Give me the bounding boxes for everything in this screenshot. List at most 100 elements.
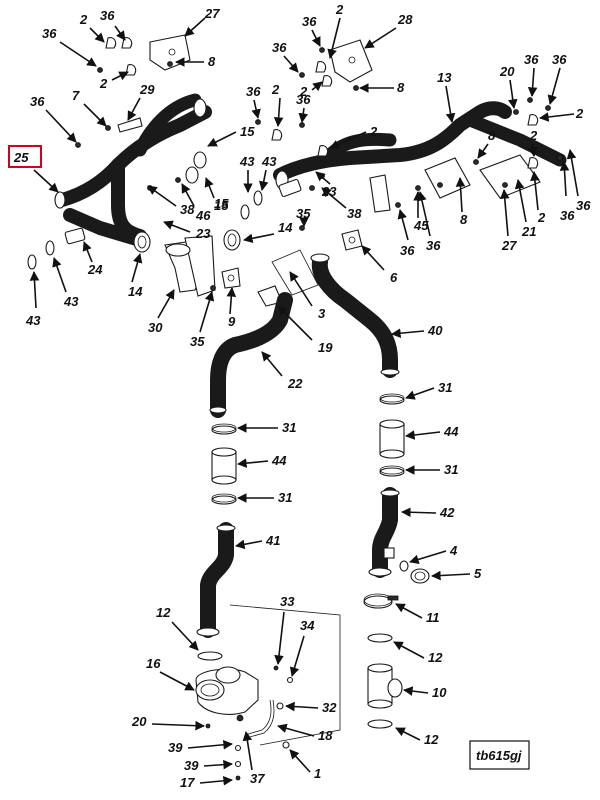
gasket-12-right-lower	[367, 719, 393, 729]
gasket-43d	[240, 204, 250, 220]
gasket-43b	[45, 240, 55, 256]
gasket-12-right-upper	[367, 633, 393, 643]
downpipe-22	[209, 292, 293, 418]
callout-label: 29	[139, 82, 155, 97]
callout-row-top-right: 13 20 36 36 2	[437, 52, 584, 123]
drawing-reference: tb615gj	[469, 740, 530, 770]
clamp-15a	[193, 151, 207, 169]
gasket-43c	[253, 190, 263, 206]
callout-label: 36	[552, 52, 567, 67]
callout-label: 2	[529, 128, 538, 143]
callout-label: 31	[438, 380, 452, 395]
sleeve-24	[64, 227, 86, 245]
pipe-41	[196, 522, 236, 638]
callout-label: 36	[400, 243, 415, 258]
callout-label: 35	[190, 334, 205, 349]
callout-label: 11	[426, 610, 440, 625]
callout-label: 36	[426, 238, 441, 253]
callout-label: 14	[278, 220, 293, 235]
callout-label: 36	[246, 84, 261, 99]
callout-label: 22	[287, 376, 303, 391]
crossover-tube-left	[54, 93, 212, 247]
callout-label: 15	[214, 198, 229, 213]
callout-label: 9	[228, 314, 236, 329]
bracket-45	[424, 157, 471, 199]
callout-label: 37	[250, 771, 265, 786]
callout-label: 12	[424, 732, 439, 747]
callout-label-highlighted: 25	[13, 150, 29, 165]
clamp-14-right	[223, 229, 241, 251]
callout-label: 19	[318, 340, 333, 355]
callout-label: 15	[240, 124, 255, 139]
callout-label: 20	[499, 64, 515, 79]
gasket-4	[399, 560, 409, 572]
highlight-box	[8, 145, 42, 168]
callout-label: 46	[195, 208, 211, 223]
callout-label: 24	[87, 262, 103, 277]
tee-10	[367, 663, 403, 709]
pipe-42	[368, 487, 400, 578]
callout-label: 28	[397, 12, 413, 27]
callout-label: 8	[488, 128, 496, 143]
crossover-tube-right	[273, 101, 567, 190]
clamp-31-left-lower	[211, 493, 237, 505]
parts-artwork	[27, 34, 567, 781]
callout-label: 15	[214, 196, 229, 211]
callout-label: 1	[314, 766, 321, 781]
callout-label: 36	[302, 14, 317, 29]
bracket-hanger-mid	[369, 174, 391, 213]
callout-label: 45	[413, 218, 429, 233]
callout-label: 12	[156, 605, 171, 620]
callout-label: 43	[239, 154, 255, 169]
callout-label: 20	[131, 714, 147, 729]
callout-label: 31	[444, 462, 458, 477]
callout-label: 17	[180, 775, 195, 790]
callout-label: 32	[322, 700, 337, 715]
callout-label: 36	[30, 94, 45, 109]
callout-label: 2	[537, 210, 546, 225]
vband-clamp-11	[363, 593, 399, 609]
callout-label: 8	[208, 54, 216, 69]
callout-label: 2	[575, 106, 584, 121]
drawing-reference-box	[469, 740, 530, 770]
callout-label: 35	[296, 206, 311, 221]
callouts: 2 36 27 36 2 8 36 2 28 36 2 8	[8, 2, 591, 790]
phantom-outline	[229, 604, 341, 746]
callout-label: 2	[99, 76, 108, 91]
callout-label: 2	[79, 12, 88, 27]
gasket-43a	[27, 254, 37, 270]
callout-label: 5	[474, 566, 482, 581]
callout-label: 43	[261, 154, 277, 169]
callout-label: 36	[560, 208, 575, 223]
callout-bottom: 12 33 11 34 16 12 10 32 20 18 12 39 37	[131, 594, 447, 790]
callout-label: 43	[25, 313, 41, 328]
callout-label: 33	[280, 594, 295, 609]
callout-label: 44	[271, 453, 287, 468]
callout-label: 18	[318, 728, 333, 743]
callout-label: 31	[282, 420, 296, 435]
bracket-28	[329, 39, 373, 83]
coupler-44-left	[211, 447, 237, 485]
callout-label: 42	[439, 505, 455, 520]
callout-label: 13	[437, 70, 452, 85]
clamp-31-right-lower	[379, 465, 405, 477]
callout-label: 2	[271, 82, 280, 97]
callout-label: 23	[195, 226, 211, 241]
callout-label: 34	[300, 618, 315, 633]
callout-label: 12	[428, 650, 443, 665]
callout-label: 36	[576, 198, 591, 213]
callout-label: 39	[184, 758, 199, 773]
plug-5	[410, 568, 430, 584]
downpipe-40	[310, 253, 400, 378]
callout-row-top: 2 36 27 36 2 8	[42, 6, 220, 91]
callout-label: 14	[128, 284, 143, 299]
callout-label: 39	[168, 740, 183, 755]
callout-label: 41	[265, 533, 280, 548]
flange-6	[341, 229, 363, 251]
clamp-15b	[185, 166, 199, 184]
coupler-44-right	[379, 419, 405, 459]
callout-label: 36	[42, 26, 57, 41]
callout-row-top-mid: 36 2 28 36 2 8	[272, 2, 413, 99]
callout-label: 6	[390, 270, 398, 285]
callout-label: 23	[321, 184, 337, 199]
